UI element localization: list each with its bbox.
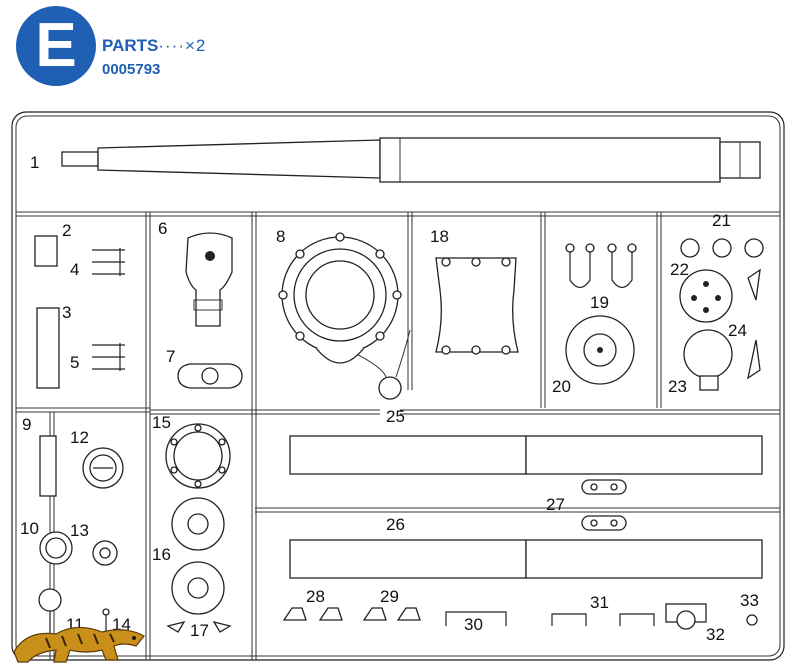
part-17-clips bbox=[166, 620, 232, 633]
runner-lower bbox=[255, 507, 780, 513]
part-21-rings bbox=[680, 238, 764, 258]
part-label-10: 10 bbox=[20, 519, 39, 538]
part-label-7: 7 bbox=[166, 347, 175, 366]
part-4-bracket bbox=[92, 248, 125, 276]
part-label-8: 8 bbox=[276, 227, 285, 246]
sprue-inner-frame bbox=[15, 115, 781, 657]
part-label-2: 2 bbox=[62, 221, 71, 240]
part-23-lamp bbox=[683, 329, 733, 391]
part-33-washer bbox=[746, 614, 758, 626]
part-label-20: 20 bbox=[552, 377, 571, 396]
part-label-4: 4 bbox=[70, 260, 79, 279]
part-label-9: 9 bbox=[22, 415, 31, 434]
part-label-28: 28 bbox=[306, 587, 325, 606]
part-20-hub bbox=[565, 315, 635, 385]
parts-quantity: ····×2 bbox=[158, 36, 207, 55]
runner-v1 bbox=[145, 212, 151, 660]
part-26-upper-panels bbox=[289, 435, 763, 475]
part-label-27: 27 bbox=[546, 495, 565, 514]
part-5-bracket bbox=[92, 343, 125, 371]
part-label-24: 24 bbox=[728, 321, 747, 340]
part-label-29: 29 bbox=[380, 587, 399, 606]
part-3-plate bbox=[36, 307, 60, 389]
part-label-31: 31 bbox=[590, 593, 609, 612]
part-label-12: 12 bbox=[70, 428, 89, 447]
part-22-disc bbox=[679, 269, 733, 323]
part-label-23: 23 bbox=[668, 377, 687, 396]
runner-top bbox=[16, 211, 780, 217]
part-label-3: 3 bbox=[62, 303, 71, 322]
part-31-handles bbox=[551, 613, 655, 626]
part-label-17: 17 bbox=[190, 621, 209, 640]
part-19-u-bolts bbox=[565, 243, 637, 289]
part-label-18: 18 bbox=[430, 227, 449, 246]
part-label-22: 22 bbox=[670, 260, 689, 279]
runner-middle bbox=[16, 407, 780, 415]
part-label-30: 30 bbox=[464, 615, 483, 634]
part-label-32: 32 bbox=[706, 625, 725, 644]
runner-v3 bbox=[407, 212, 413, 390]
part-label-26: 26 bbox=[386, 515, 405, 534]
part-10-cap bbox=[39, 531, 73, 565]
part-label-6: 6 bbox=[158, 219, 167, 238]
parts-title: PARTS····×2 bbox=[102, 36, 206, 56]
part-30-handle bbox=[445, 611, 507, 626]
part-24-hooks bbox=[747, 268, 761, 380]
part-13-nut bbox=[92, 540, 118, 566]
runner-v4 bbox=[540, 212, 546, 408]
part-9-plate bbox=[39, 435, 57, 497]
part-1-gun-barrel bbox=[61, 137, 761, 183]
part-16-wheels bbox=[171, 497, 225, 615]
part-label-1: 1 bbox=[30, 153, 39, 172]
part-label-15: 15 bbox=[152, 413, 171, 432]
tiger-logo-icon bbox=[13, 626, 145, 663]
sprue-letter-badge: E bbox=[16, 6, 96, 86]
part-12-cap bbox=[82, 447, 124, 489]
part-26-lower-panels bbox=[289, 539, 763, 579]
part-2-plate bbox=[34, 235, 58, 267]
part-label-13: 13 bbox=[70, 521, 89, 540]
part-28-brackets bbox=[282, 607, 343, 621]
part-29-brackets bbox=[362, 607, 421, 621]
part-label-33: 33 bbox=[740, 591, 759, 610]
part-label-21: 21 bbox=[712, 211, 731, 230]
part-32-bracket bbox=[665, 603, 707, 630]
parts-title-text: PARTS bbox=[102, 36, 159, 55]
runner-junction-25 bbox=[378, 376, 402, 400]
part-8-turret-ring bbox=[278, 232, 402, 364]
part-label-16: 16 bbox=[152, 545, 171, 564]
part-27-links bbox=[581, 479, 627, 531]
part-7-flange bbox=[177, 363, 243, 389]
part-6-mount bbox=[185, 232, 233, 327]
runner-v5 bbox=[656, 212, 662, 408]
part-label-19: 19 bbox=[590, 293, 609, 312]
runner-v2 bbox=[251, 212, 257, 660]
part-label-25: 25 bbox=[386, 407, 405, 426]
sprue-outer-frame bbox=[11, 111, 785, 661]
part-15-cover bbox=[165, 423, 231, 489]
part-18-hatch bbox=[435, 257, 519, 355]
part-code: 0005793 bbox=[102, 61, 161, 78]
part-label-5: 5 bbox=[70, 353, 79, 372]
